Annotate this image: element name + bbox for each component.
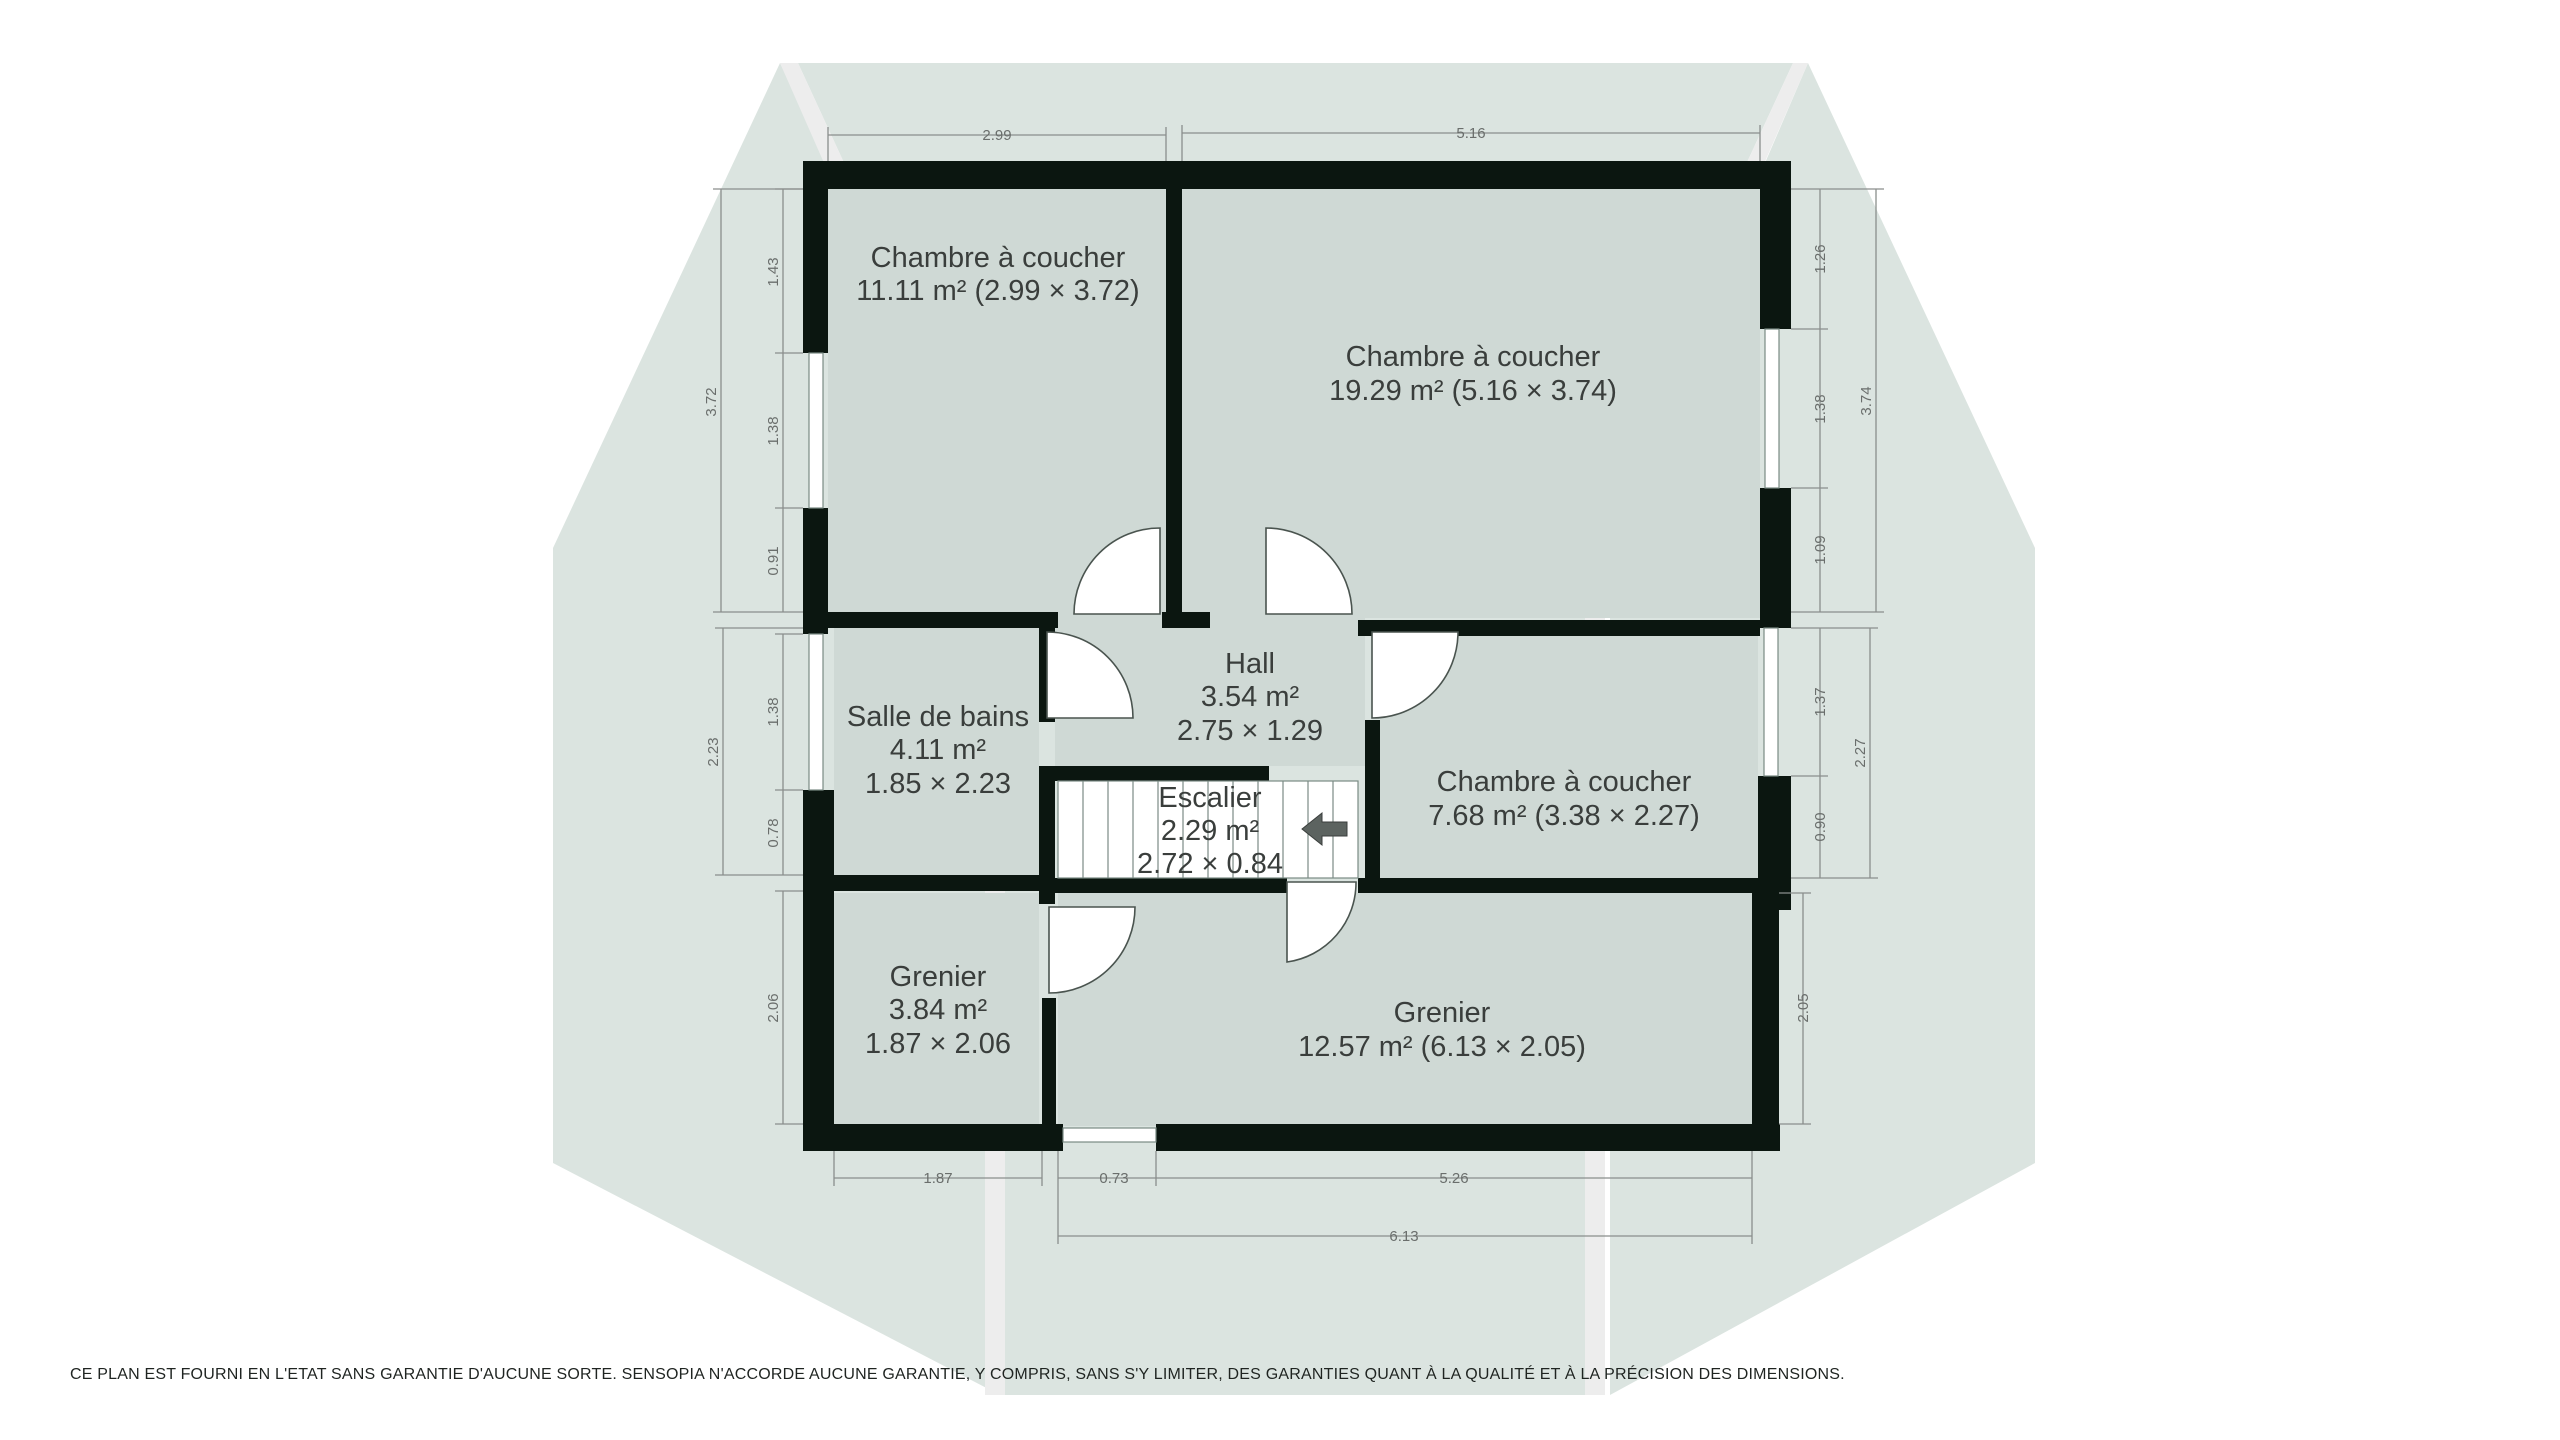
room-name-bathroom: Salle de bains	[847, 701, 1029, 733]
wall-bottom-a	[803, 1124, 1063, 1151]
wall-right-upper-b	[1760, 488, 1791, 628]
wall-bottom-b	[1156, 1124, 1780, 1151]
wall-left-lower	[803, 888, 834, 1150]
dim-right-mid-total: 2.27	[1852, 738, 1869, 767]
stairs	[1057, 780, 1359, 879]
dim-right-upper-b: 1.38	[1812, 394, 1829, 423]
wall-int-h2-a	[803, 875, 1039, 891]
room-name-bedroom-ne: Chambre à coucher	[1346, 341, 1601, 373]
room-area-stairs: 2.29 m²	[1161, 815, 1260, 847]
room-name-bedroom-nw: Chambre à coucher	[871, 242, 1126, 274]
dimension-lines: 2.99 5.16 1.43 1.38 0.91 3.72 1.38 0.78 …	[703, 125, 1884, 1245]
dim-bottom-a: 1.87	[923, 1170, 952, 1187]
dim-right-upper-total: 3.74	[1858, 386, 1875, 415]
wall-int-stairs-top	[1055, 766, 1269, 781]
dim-top-left: 2.99	[982, 127, 1011, 144]
room-dims-hall: 2.75 × 1.29	[1177, 715, 1323, 747]
dim-left-mid-a: 1.38	[765, 697, 782, 726]
dim-top-right: 5.16	[1456, 125, 1485, 142]
dim-right-upper-a: 1.26	[1812, 244, 1829, 273]
room-area-bedroom-nw: 11.11 m² (2.99 × 3.72)	[856, 275, 1139, 307]
window-left-upper	[808, 352, 824, 509]
room-area-bedroom-ne: 19.29 m² (5.16 × 3.74)	[1329, 375, 1617, 407]
wall-int-h2-b	[1055, 878, 1287, 893]
room-name-hall: Hall	[1225, 648, 1275, 680]
dim-left-upper-total: 3.72	[703, 387, 720, 416]
window-right-upper	[1764, 328, 1780, 489]
room-floor-attic-w	[834, 893, 1039, 1126]
door-bathroom	[1046, 631, 1134, 719]
window-right-mid	[1763, 627, 1779, 777]
room-area-attic-w: 3.84 m²	[889, 994, 988, 1026]
room-area-bathroom: 4.11 m²	[890, 734, 987, 766]
door-bedroom-e	[1371, 631, 1459, 719]
room-floor-bathroom	[834, 628, 1039, 878]
wall-right-lower	[1752, 888, 1779, 1150]
room-name-attic-w: Grenier	[890, 961, 987, 993]
wall-int-attic	[1042, 998, 1056, 1138]
dim-right-upper-c: 1.09	[1812, 535, 1829, 564]
room-area-attic-e: 12.57 m² (6.13 × 2.05)	[1298, 1031, 1586, 1063]
dim-left-upper-b: 1.38	[765, 416, 782, 445]
room-name-bedroom-e: Chambre à coucher	[1437, 766, 1692, 798]
disclaimer-text: CE PLAN EST FOURNI EN L'ETAT SANS GARANT…	[70, 1366, 1845, 1383]
dim-left-mid-b: 0.78	[765, 818, 782, 847]
dim-right-lower: 2.05	[1795, 993, 1812, 1022]
dim-bottom-c: 5.26	[1439, 1170, 1468, 1187]
window-left-mid	[808, 633, 824, 791]
window-bottom	[1062, 1127, 1157, 1143]
wall-right-upper	[1760, 161, 1791, 329]
room-area-bedroom-e: 7.68 m² (3.38 × 2.27)	[1428, 800, 1700, 832]
wall-int-h2-c	[1358, 878, 1778, 893]
wall-int-bedrooms	[1166, 161, 1182, 623]
room-dims-stairs: 2.72 × 0.84	[1137, 848, 1283, 880]
room-area-hall: 3.54 m²	[1201, 681, 1300, 713]
door-bedroom-ne	[1265, 527, 1353, 615]
wall-int-bath-right-b	[1039, 766, 1055, 904]
dim-bottom-b: 0.73	[1099, 1170, 1128, 1187]
room-labels: Chambre à coucher 11.11 m² (2.99 × 3.72)…	[847, 242, 1700, 1063]
dim-left-upper-c: 0.91	[765, 546, 782, 575]
dim-left-lower: 2.06	[765, 993, 782, 1022]
dim-bottom-total: 6.13	[1389, 1228, 1418, 1245]
dim-left-upper-a: 1.43	[765, 257, 782, 286]
room-dims-attic-w: 1.87 × 2.06	[865, 1028, 1011, 1060]
room-name-stairs: Escalier	[1158, 782, 1261, 814]
room-name-attic-e: Grenier	[1394, 997, 1491, 1029]
wall-int-bed-e-left	[1365, 720, 1380, 880]
wall-int-h1-b	[1162, 612, 1210, 628]
wall-left-upper	[803, 161, 828, 353]
dim-right-mid-b: 0.90	[1812, 812, 1829, 841]
wall-top	[803, 161, 1791, 189]
windows	[808, 328, 1780, 1143]
doors	[1046, 527, 1459, 994]
dim-right-mid-a: 1.37	[1812, 687, 1829, 716]
stairs-arrow-icon	[1301, 811, 1348, 847]
door-attic-w	[1048, 906, 1136, 994]
room-dims-bathroom: 1.85 × 2.23	[865, 768, 1011, 800]
door-attic-e	[1286, 881, 1357, 963]
room-floor-attic-e	[1058, 893, 1752, 1126]
door-bedroom-nw	[1073, 527, 1161, 615]
dim-left-mid-total: 2.23	[705, 737, 722, 766]
wall-int-h1-a	[803, 612, 1058, 628]
